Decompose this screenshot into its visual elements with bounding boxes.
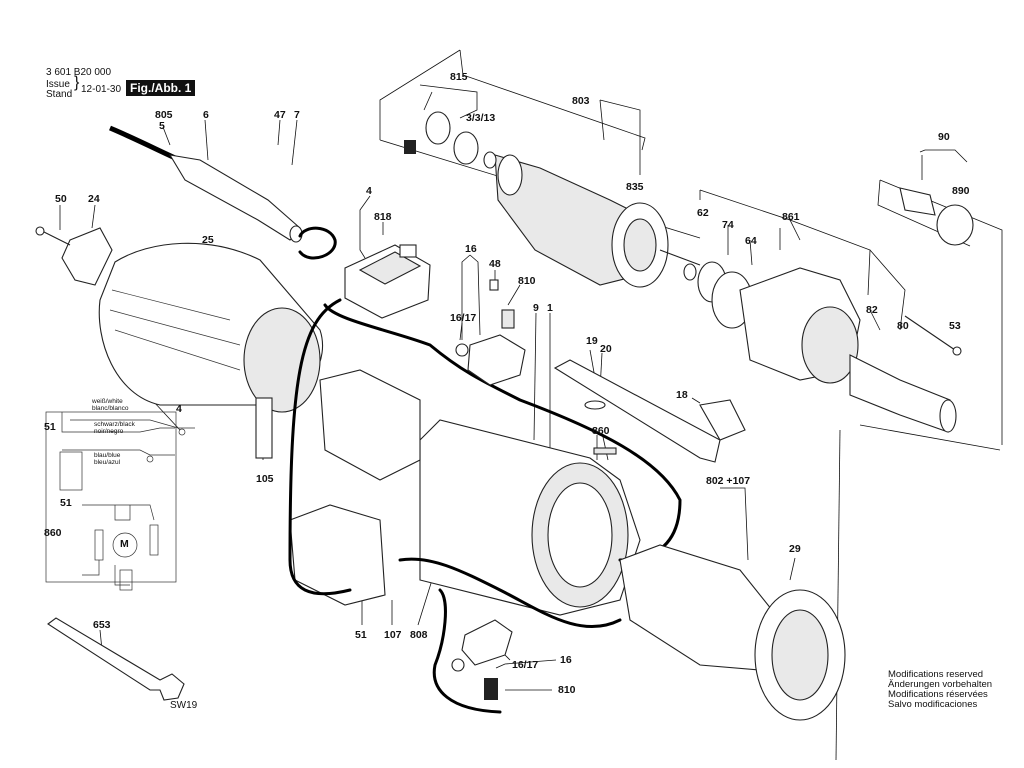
wire-black-label: schwarz/black xyxy=(94,421,135,428)
footer-line-1: Modifications reserved xyxy=(888,669,984,680)
callout-64: 64 xyxy=(745,235,757,247)
callout-24: 24 xyxy=(88,193,100,205)
motor-symbol: M xyxy=(120,538,129,550)
figure-label: Fig./Abb. 1 xyxy=(126,80,196,96)
callout-53: 53 xyxy=(949,320,961,332)
callout-4-schematic: 4 xyxy=(176,403,182,415)
brace: } xyxy=(74,74,80,91)
switch-assembly xyxy=(344,244,431,319)
issue-date: 12-01-30 xyxy=(81,84,122,95)
callout-805: 805 xyxy=(155,109,173,121)
callout-51-housing: 51 xyxy=(355,629,367,641)
brush-holders xyxy=(451,279,526,700)
callout-890: 890 xyxy=(952,185,970,197)
callout-105: 105 xyxy=(256,473,274,485)
bearings xyxy=(404,111,753,329)
callout-48: 48 xyxy=(489,258,501,270)
footer-line-2: Änderungen vorbehalten xyxy=(888,679,993,690)
callout-19: 19 xyxy=(586,335,598,347)
callout-808: 808 xyxy=(410,629,428,641)
callout-20: 20 xyxy=(600,343,612,355)
callout-860-top: 860 xyxy=(592,425,610,437)
callout-810-top: 810 xyxy=(518,275,536,287)
end-cap xyxy=(35,226,113,286)
wire-blue-label: blau/blue xyxy=(94,452,121,459)
callout-835: 835 xyxy=(626,181,644,193)
armature xyxy=(494,154,701,288)
callout-803: 803 xyxy=(572,95,590,107)
gear-head xyxy=(739,267,962,433)
callout-82: 82 xyxy=(866,304,878,316)
callout-16-17-bottom: 16/17 xyxy=(512,659,539,671)
callout-90: 90 xyxy=(938,131,950,143)
stand-label: Stand xyxy=(46,89,73,100)
callout-861: 861 xyxy=(782,211,800,223)
callout-810-bottom: 810 xyxy=(558,684,576,696)
callout-9: 9 xyxy=(533,302,539,314)
callout-18: 18 xyxy=(676,389,688,401)
callout-25: 25 xyxy=(202,234,214,246)
power-cable xyxy=(109,125,337,260)
callout-74: 74 xyxy=(722,219,734,231)
callout-3-3-13: 3/3/13 xyxy=(466,112,496,124)
front-gear-housing xyxy=(619,544,846,721)
callout-802-107: 802 +107 xyxy=(706,475,751,487)
internal-wiring xyxy=(288,298,682,714)
callout-815: 815 xyxy=(450,71,468,83)
part-number: 3 601 B20 000 xyxy=(46,67,112,78)
callout-29: 29 xyxy=(789,543,801,555)
wire-white-label: weiß/white xyxy=(92,398,123,405)
wire-black-label-2: noir/negro xyxy=(94,428,124,435)
wire-blue-label-2: bleu/azul xyxy=(94,459,121,466)
callout-50: 50 xyxy=(55,193,67,205)
callout-7: 7 xyxy=(294,109,300,121)
callout-5: 5 xyxy=(159,120,165,132)
footer-line-3: Modifications réservées xyxy=(888,689,988,700)
callout-1: 1 xyxy=(547,302,553,314)
issue-label: Issue xyxy=(46,79,70,90)
callout-818: 818 xyxy=(374,211,392,223)
callout-62: 62 xyxy=(697,207,709,219)
lock-lever xyxy=(553,359,746,463)
collet xyxy=(899,187,974,246)
main-housing xyxy=(289,369,641,616)
spanner-wrench xyxy=(47,617,185,701)
callout-16-bottom: 16 xyxy=(560,654,572,666)
wire-white-label-2: blanc/blanco xyxy=(92,405,129,412)
rear-housing xyxy=(98,242,324,459)
wiring-schematic xyxy=(45,411,195,591)
callout-16-top: 16 xyxy=(465,243,477,255)
callout-80: 80 xyxy=(897,320,909,332)
callout-860-schematic: 860 xyxy=(44,527,62,539)
callout-4-switch: 4 xyxy=(366,185,372,197)
callout-51-box: 51 xyxy=(60,497,72,509)
callout-47: 47 xyxy=(274,109,286,121)
callout-51-schematic: 51 xyxy=(44,421,56,433)
callout-107: 107 xyxy=(384,629,402,641)
callout-sw19: SW19 xyxy=(170,700,198,711)
callout-653: 653 xyxy=(93,619,111,631)
callout-6: 6 xyxy=(203,109,209,121)
footer-line-4: Salvo modificaciones xyxy=(888,699,978,710)
callout-16-17-top: 16/17 xyxy=(450,312,477,324)
